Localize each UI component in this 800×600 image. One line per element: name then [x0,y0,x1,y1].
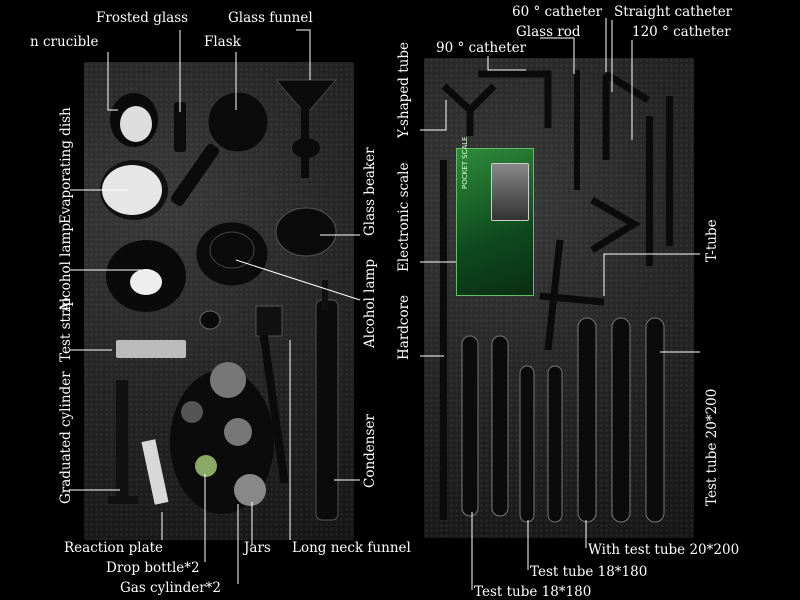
small-cap-object [199,310,221,330]
scale-device-image [491,163,529,221]
label-graduated-cylinder: Graduated cylinder [58,371,74,504]
label-catheter-90: 90 ° catheter [436,40,527,56]
label-y-shaped-tube: Y-shaped tube [396,42,412,138]
label-frosted-glass: Frosted glass [96,10,189,26]
evaporating-dish-object [100,160,168,220]
frosted-glass-object [174,102,186,152]
label-crucible: n crucible [30,34,99,50]
label-gas-cylinder: Gas cylinder*2 [120,580,221,596]
label-condenser: Condenser [362,414,378,488]
y-shaped-tube-object [441,83,497,136]
label-alcohol-lamp-right: Alcohol lamp [362,259,378,348]
straight-catheter-2-object [646,116,653,266]
label-catheter-120: 120 ° catheter [632,24,731,40]
label-hardcore: Hardcore [396,294,412,360]
long-neck-funnel-object [255,305,289,484]
reaction-plate-object [170,362,274,514]
label-straight-catheter: Straight catheter [614,4,733,20]
catheter-90-object [478,70,552,128]
glass-rod-object [574,70,580,190]
t-tube-object [539,239,605,351]
label-test-tube-18-a: Test tube 18*180 [530,564,648,580]
label-t-tube: T-tube [704,219,720,262]
label-test-strip: Test strip [58,297,74,362]
straight-catheter-object [666,96,673,246]
condenser-object [315,280,339,521]
label-drop-bottle: Drop bottle*2 [106,560,200,576]
label-with-test-tube: With test tube 20*200 [588,542,740,558]
label-catheter-60: 60 ° catheter [512,4,603,20]
glass-funnel-object [274,79,338,178]
test-tube-rack-objects [461,317,665,523]
label-glass-rod: Glass rod [516,24,581,40]
label-glass-funnel: Glass funnel [228,10,313,26]
graduated-cylinder-object [108,380,138,504]
label-long-neck-funnel: Long neck funnel [292,540,411,556]
hardcore-object [440,160,447,520]
catheter-120-object [602,71,650,160]
test-strip-object [116,340,186,358]
label-glass-beaker: Glass beaker [362,147,378,236]
alcohol-lamp-top-object [195,221,269,287]
label-test-tube-18-b: Test tube 18*180 [474,584,592,600]
crucible-object [110,93,158,147]
catheter-60-object [590,196,641,253]
alcohol-lamp-base-object [106,240,186,312]
glass-beaker-object [275,207,337,257]
drop-bottle-object [141,439,169,505]
label-jars: Jars [244,540,271,556]
flask-object [170,91,269,207]
scale-brand-text: POCKET SCALE [461,136,469,189]
label-flask: Flask [204,34,241,50]
label-test-tube-20: Test tube 20*200 [704,388,720,506]
electronic-scale-box: POCKET SCALE [456,136,534,296]
label-evaporating-dish: Evaporating dish [58,107,74,224]
leader-lines [70,18,700,590]
label-electronic-scale: Electronic scale [396,162,412,272]
label-reaction-plate: Reaction plate [64,540,164,556]
